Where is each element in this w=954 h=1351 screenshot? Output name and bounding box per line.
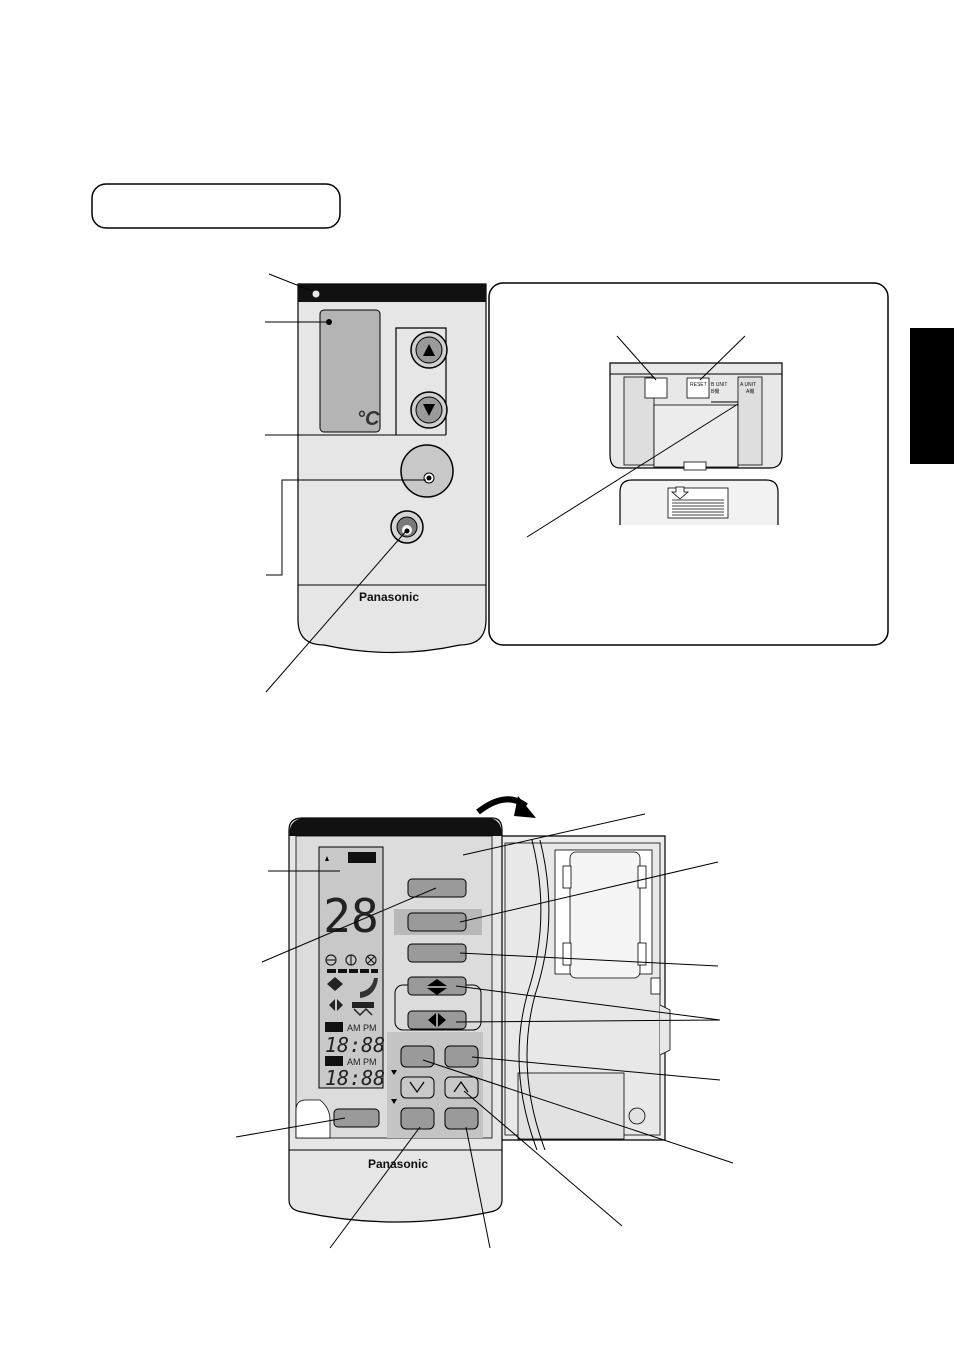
swing-up-down-icon bbox=[327, 977, 343, 991]
open-cover-arrow bbox=[476, 796, 536, 818]
bottom-lcd-display: 28 AM PM bbox=[318, 846, 385, 1090]
fan-icon bbox=[325, 954, 377, 966]
down-curved-arrow-icon bbox=[514, 796, 536, 818]
timer-cancel-button[interactable] bbox=[444, 1107, 479, 1130]
top-leader-lines bbox=[265, 273, 446, 693]
swing-left-right-icon bbox=[329, 999, 343, 1011]
a-unit-label: A UNIT bbox=[740, 382, 756, 388]
celsius-label: °C bbox=[357, 408, 380, 430]
section-title-box bbox=[91, 183, 341, 229]
signal-transmitter-icon bbox=[311, 289, 321, 299]
timer-off-ampm: AM PM bbox=[347, 1057, 377, 1067]
temp-down-button[interactable] bbox=[410, 391, 448, 429]
timer-off-time: 18:88 bbox=[325, 1066, 385, 1090]
fan-speed-button[interactable] bbox=[407, 912, 467, 932]
top-lcd-display bbox=[319, 309, 381, 433]
operation-button[interactable] bbox=[400, 444, 454, 498]
timer-set-button[interactable] bbox=[400, 1107, 435, 1130]
top-remote: °C Panasonic bbox=[297, 283, 487, 654]
battery-arrow-icon bbox=[670, 486, 690, 500]
powerful-button[interactable] bbox=[407, 943, 467, 963]
on-off-button[interactable] bbox=[390, 510, 424, 544]
page-tab bbox=[910, 328, 954, 464]
timer-on-button[interactable] bbox=[400, 1045, 435, 1068]
temp-up-button[interactable] bbox=[410, 331, 448, 369]
bottom-remote-header bbox=[289, 818, 502, 836]
timer-down-button[interactable] bbox=[400, 1076, 435, 1099]
bottom-remote: 28 AM PM bbox=[288, 817, 671, 1223]
reset-label: RESET bbox=[690, 382, 707, 388]
bottom-leader-lines bbox=[235, 813, 734, 1249]
top-brand-logo: Panasonic bbox=[359, 590, 419, 604]
timer-on-time: 18:88 bbox=[325, 1033, 385, 1057]
air-swing-left-right-button[interactable] bbox=[407, 1010, 467, 1030]
bottom-brand-logo: Panasonic bbox=[368, 1157, 428, 1171]
down-arrow-icon bbox=[423, 404, 435, 416]
reset-switch[interactable] bbox=[686, 377, 710, 399]
timer-off-button[interactable] bbox=[444, 1045, 479, 1068]
mode-button[interactable] bbox=[407, 878, 467, 898]
b-unit-sub: B機 bbox=[711, 388, 719, 395]
check-button[interactable] bbox=[333, 1108, 380, 1128]
air-swing-up-down-button[interactable] bbox=[407, 976, 467, 996]
timer-on-ampm: AM PM bbox=[347, 1023, 377, 1033]
b-unit-label: B UNIT bbox=[711, 382, 727, 388]
battery-cover-grip bbox=[672, 499, 724, 516]
up-arrow-icon bbox=[423, 344, 435, 356]
a-unit-sub: A機 bbox=[746, 388, 754, 395]
dip-switch-icon bbox=[644, 377, 668, 399]
battery-compartment-panel: RESET B UNIT B機 A UNIT A機 bbox=[488, 282, 889, 646]
timer-up-button[interactable] bbox=[444, 1076, 479, 1099]
